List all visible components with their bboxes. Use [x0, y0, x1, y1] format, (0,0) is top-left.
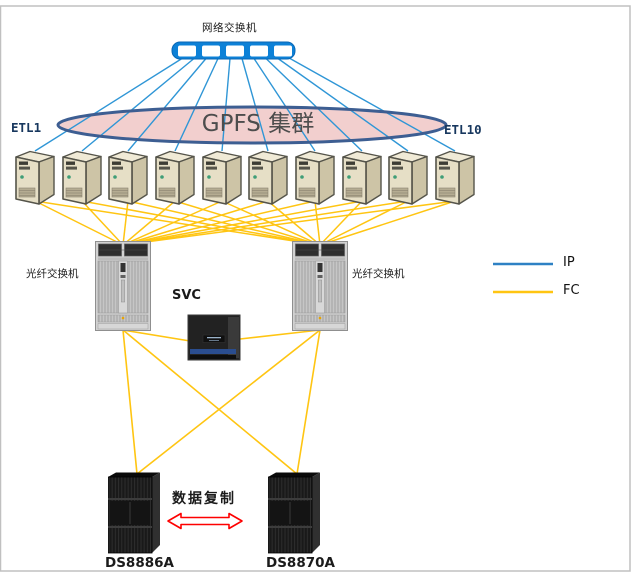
- server-icon: [342, 150, 382, 205]
- fc-mesh-links: [34, 200, 456, 246]
- gpfs-cluster-ellipse-border: [56, 105, 448, 145]
- server-icon: [248, 150, 288, 205]
- svc-label: SVC: [172, 288, 201, 303]
- etl10-label: ETL10: [444, 122, 482, 137]
- network-switch-icon: [171, 41, 296, 60]
- storage-ds8886a-icon: [108, 471, 161, 554]
- server-icon: [202, 150, 242, 205]
- fc-storage-links: [122, 329, 321, 475]
- server-icon: [388, 150, 428, 205]
- ip-links: [34, 57, 456, 152]
- fiber-switch-right-label: 光纤交换机: [352, 268, 405, 280]
- replication-arrow: [167, 512, 243, 530]
- server-icon: [435, 150, 475, 205]
- replication-label: 数据复制: [172, 491, 236, 507]
- server-icon: [108, 150, 148, 205]
- frame-border: [0, 5, 631, 572]
- storage-ds8870a-icon: [268, 471, 321, 554]
- server-icon: [15, 150, 55, 205]
- server-icon: [155, 150, 195, 205]
- fiber-switch-left-label: 光纤交换机: [26, 268, 79, 280]
- gpfs-server-row: [15, 150, 475, 205]
- gpfs-cluster-label: GPFS 集群: [201, 111, 315, 137]
- legend-ip-label: IP: [563, 255, 575, 270]
- fiber-switch-left-icon: [95, 241, 151, 331]
- network-switch-label: 网络交换机: [202, 22, 257, 34]
- storage-ds8870a-label: DS8870A: [266, 555, 335, 571]
- svc-icon: [187, 314, 241, 361]
- etl1-label: ETL1: [11, 120, 42, 135]
- server-icon: [62, 150, 102, 205]
- gpfs-cluster-ellipse: [58, 107, 446, 143]
- fiber-switch-right-icon: [292, 241, 348, 331]
- legend-fc-label: FC: [563, 283, 580, 298]
- server-icon: [295, 150, 335, 205]
- storage-ds8886a-label: DS8886A: [105, 555, 174, 571]
